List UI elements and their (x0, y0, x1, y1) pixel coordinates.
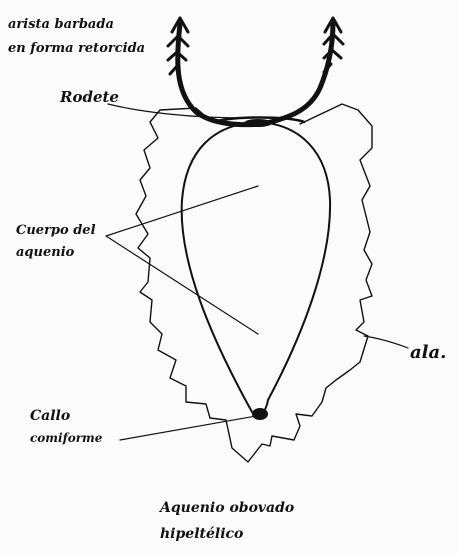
leader-lines (106, 104, 408, 440)
awn-label-line2: en forma retorcida (8, 41, 145, 56)
rodete-leader (108, 104, 248, 118)
caption-line1: Aquenio obovado (158, 500, 294, 516)
callus-label-line2: comiforme (30, 431, 103, 445)
wing-label: ala. (410, 342, 446, 363)
body-label-line2: aquenio (16, 245, 75, 260)
callus-leader (120, 416, 256, 440)
wing-outline (136, 104, 372, 462)
rodete-label: Rodete (59, 88, 119, 106)
callus (252, 408, 268, 420)
caption-line2: hipeltélico (160, 526, 243, 542)
body-label-line1: Cuerpo del (16, 223, 96, 238)
body-leader-lower (106, 236, 258, 334)
awn-label-line1: arista barbada (8, 17, 114, 32)
achene-body (182, 122, 330, 414)
wing-leader (364, 336, 408, 348)
callus-label-line1: Callo (30, 408, 70, 424)
